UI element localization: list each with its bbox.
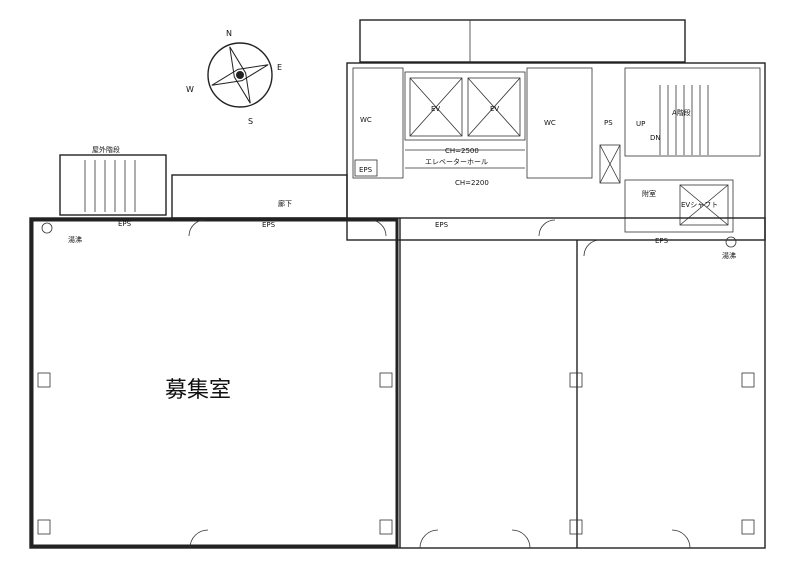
label-wc-right: WC	[544, 119, 556, 127]
label-ev2: EV	[490, 105, 499, 113]
label-kitchenette-left: 湯沸	[68, 235, 82, 244]
compass-s: S	[248, 117, 253, 126]
compass-e: E	[277, 63, 282, 72]
label-outdoor-stair: 屋外階段	[92, 145, 120, 154]
kitchenette-right-icon	[725, 236, 737, 248]
label-elevator-hall: エレベーターホール	[425, 157, 488, 166]
core-area	[346, 62, 766, 241]
balcony	[359, 19, 686, 63]
compass-n: N	[226, 29, 232, 38]
wc-right-room	[526, 67, 593, 179]
ev-shaft	[679, 184, 729, 226]
label-ev1: EV	[431, 105, 440, 113]
label-ch-hall: CH=2500	[445, 147, 479, 155]
label-wc-left: WC	[360, 116, 372, 124]
label-up: UP	[636, 120, 645, 128]
room-label-main: 募集室	[165, 378, 231, 403]
columns	[37, 372, 755, 535]
corridor	[171, 174, 348, 219]
ps-shaft	[599, 144, 621, 184]
doors	[188, 219, 691, 549]
label-eps-4: EPS	[655, 237, 669, 245]
label-ch-lower: CH=2200	[455, 179, 489, 187]
label-anteroom: 附室	[642, 189, 656, 198]
label-ev-shaft: EVシャフト	[681, 201, 718, 209]
available-room	[30, 218, 399, 548]
label-eps-3: EPS	[435, 221, 449, 229]
label-eps-1: EPS	[118, 220, 132, 228]
compass-w: W	[186, 85, 194, 94]
stair-a-room	[624, 67, 761, 157]
outdoor-stair	[59, 154, 167, 216]
wc-left-room	[352, 67, 404, 179]
kitchenette-left-icon	[41, 222, 53, 234]
label-corridor: 廊下	[278, 199, 292, 208]
label-eps-2: EPS	[262, 221, 276, 229]
compass-icon: N E S W	[186, 29, 282, 126]
label-eps-small: EPS	[359, 166, 373, 174]
label-stair-a: A階段	[672, 108, 691, 117]
label-kitchenette-right: 湯沸	[722, 251, 736, 260]
elevator-block	[404, 71, 526, 141]
anteroom	[624, 179, 734, 233]
label-ps: PS	[604, 119, 613, 127]
label-dn: DN	[650, 134, 661, 142]
floor-outline	[29, 217, 766, 549]
